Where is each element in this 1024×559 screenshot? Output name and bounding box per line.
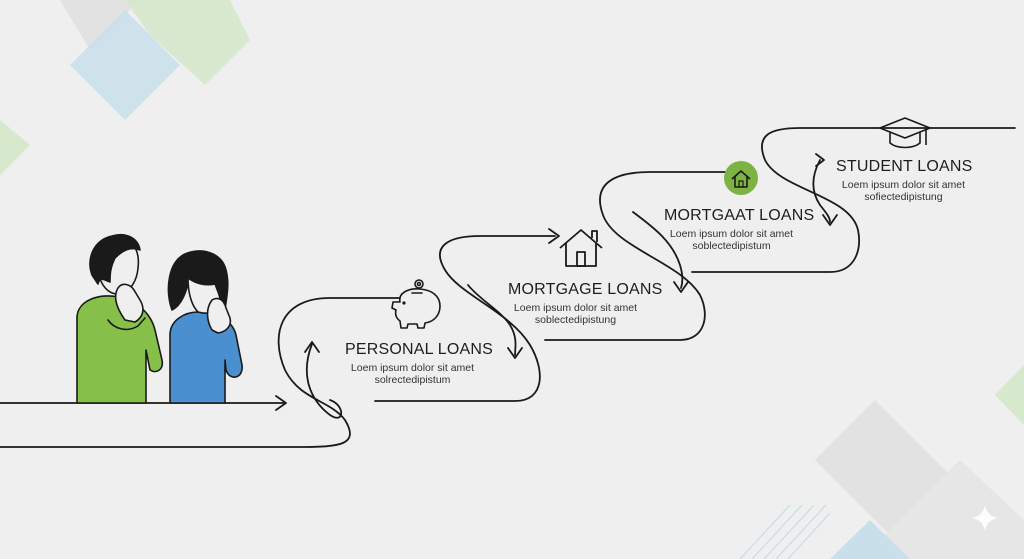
step-title: MORTGAGE LOANS	[508, 281, 663, 298]
path-loop-2	[467, 284, 517, 356]
deco-diamond-green-small	[0, 120, 30, 175]
path-loop-1	[305, 343, 343, 419]
arrow-head-start	[275, 395, 287, 411]
sparkle-icon	[972, 505, 998, 531]
step-mortgage-loans: MORTGAGE LOANS Loem ipsum dolor sit amet…	[508, 281, 663, 326]
man-arm	[114, 283, 144, 323]
step-desc-line2: sofiectedipistung	[864, 191, 943, 203]
arrow-up-1	[304, 341, 320, 353]
woman-torso	[169, 311, 243, 404]
path-segment-1	[0, 297, 401, 448]
path-segment-2	[374, 235, 556, 402]
path-segment-3	[544, 171, 726, 341]
step-mortgaat-loans: MORTGAAT LOANS Loem ipsum dolor sit amet…	[664, 207, 815, 252]
step-desc-line1: Loem ipsum dolor sit amet	[513, 302, 638, 314]
journey-path	[0, 127, 1016, 448]
arrow-down-4	[822, 214, 838, 226]
step-title: PERSONAL LOANS	[345, 341, 494, 358]
arrow-down-3	[673, 281, 689, 293]
arrow-right-2	[548, 228, 560, 244]
house-badge-icon	[724, 161, 758, 195]
path-loop-3	[632, 211, 684, 289]
step-desc-line1: Loem ipsum dolor sit amet	[841, 179, 966, 191]
arrow-down-2	[507, 347, 523, 359]
deco-diamond-blue-right	[830, 520, 910, 559]
step-desc-line2: solrectedipistum	[374, 374, 451, 386]
step-title: STUDENT LOANS	[836, 158, 973, 175]
man-sleeve	[107, 317, 146, 331]
man-hair	[89, 234, 141, 285]
graduation-cap-icon	[879, 117, 931, 149]
step-title: MORTGAAT LOANS	[664, 207, 815, 224]
step-desc-line1: Loem ipsum dolor sit amet	[350, 362, 475, 374]
step-desc-line2: soblectedipistung	[534, 314, 617, 326]
step-personal-loans: PERSONAL LOANS Loem ipsum dolor sit amet…	[345, 341, 494, 386]
man-figure	[76, 234, 164, 404]
deco-stripes	[739, 504, 831, 559]
step-student-loans: STUDENT LOANS Loem ipsum dolor sit amet …	[836, 158, 973, 203]
deco-diamond-blue	[70, 10, 180, 120]
deco-diamond-green	[125, 0, 250, 85]
woman-figure	[167, 250, 243, 404]
deco-diamond-green-right	[995, 365, 1024, 425]
piggy-bank-icon	[391, 279, 441, 329]
path-loop-4	[812, 159, 831, 223]
step-desc-line2: soblectedipistum	[692, 240, 771, 252]
step-desc-line1: Loem ipsum dolor sit amet	[669, 228, 794, 240]
couple-illustration	[76, 234, 243, 404]
deco-diamond-gray	[60, 0, 140, 50]
house-icon	[559, 229, 603, 267]
woman-arm	[206, 297, 232, 334]
arrow-right-4	[815, 153, 825, 167]
deco-diamond-gray-right2	[880, 460, 1024, 559]
